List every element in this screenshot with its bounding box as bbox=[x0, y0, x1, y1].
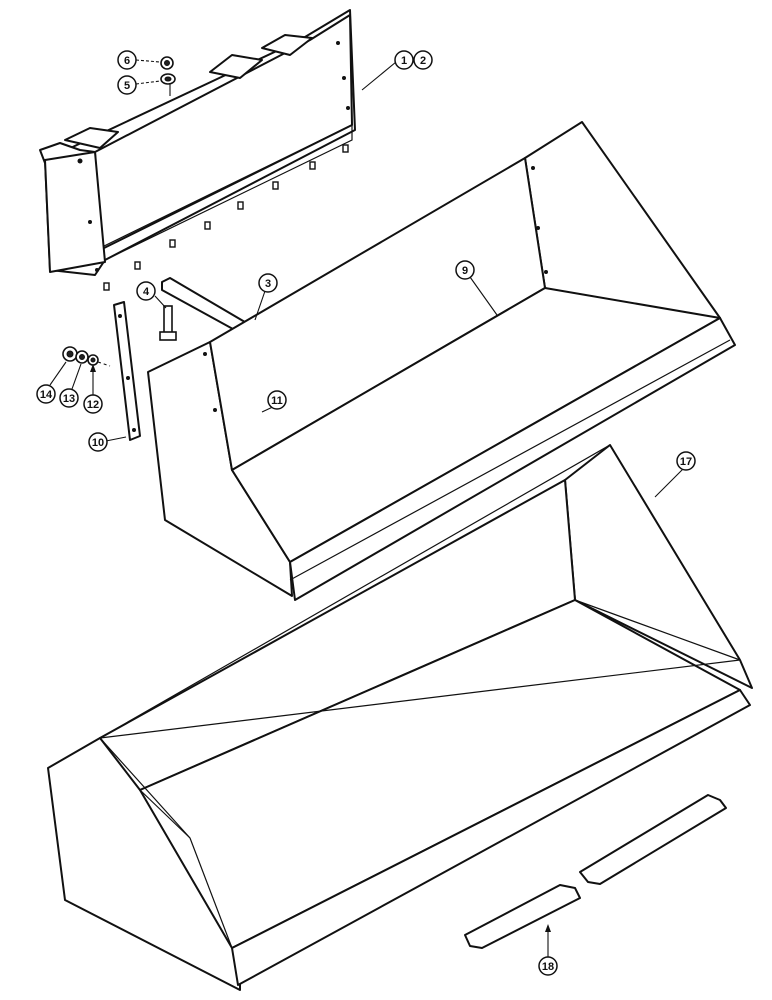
callout-12: 12 bbox=[83, 394, 103, 414]
callout-10-label: 10 bbox=[92, 437, 104, 449]
callout-4-label: 4 bbox=[143, 286, 150, 298]
callout-13: 13 bbox=[59, 363, 82, 408]
callout-14-label: 14 bbox=[40, 389, 53, 401]
callout-1-label: 1 bbox=[401, 55, 407, 67]
callout-1: 1 bbox=[394, 50, 414, 70]
leader-lines bbox=[90, 61, 686, 958]
nut-washer-stack bbox=[62, 346, 111, 367]
callout-9-label: 9 bbox=[462, 265, 468, 277]
bolt-4 bbox=[159, 305, 177, 341]
callout-17-label: 17 bbox=[680, 456, 692, 468]
callout-9: 9 bbox=[455, 260, 475, 280]
side-strap bbox=[113, 301, 141, 441]
attachment-frame bbox=[39, 9, 356, 291]
callout-4: 4 bbox=[136, 281, 156, 301]
middle-bucket bbox=[147, 121, 736, 601]
callout-3-label: 3 bbox=[265, 278, 271, 290]
callout-18: 18 bbox=[538, 956, 558, 976]
callout-11-label: 11 bbox=[271, 395, 283, 407]
callout-13-label: 13 bbox=[63, 393, 75, 405]
large-bucket bbox=[47, 444, 753, 991]
callout-14: 14 bbox=[36, 361, 67, 404]
callout-2: 2 bbox=[413, 50, 433, 70]
cutting-edge-segments bbox=[464, 794, 727, 949]
callout-11: 11 bbox=[267, 390, 287, 410]
callout-17: 17 bbox=[676, 451, 696, 471]
callout-2-label: 2 bbox=[420, 55, 426, 67]
callout-5: 5 bbox=[117, 73, 176, 95]
callout-10: 10 bbox=[88, 432, 108, 452]
callout-3: 3 bbox=[258, 273, 278, 293]
callout-6: 6 bbox=[117, 50, 174, 70]
callout-6-label: 6 bbox=[124, 55, 130, 67]
callout-18-label: 18 bbox=[542, 961, 554, 973]
callout-5-label: 5 bbox=[124, 80, 130, 92]
callout-12-label: 12 bbox=[87, 399, 99, 411]
